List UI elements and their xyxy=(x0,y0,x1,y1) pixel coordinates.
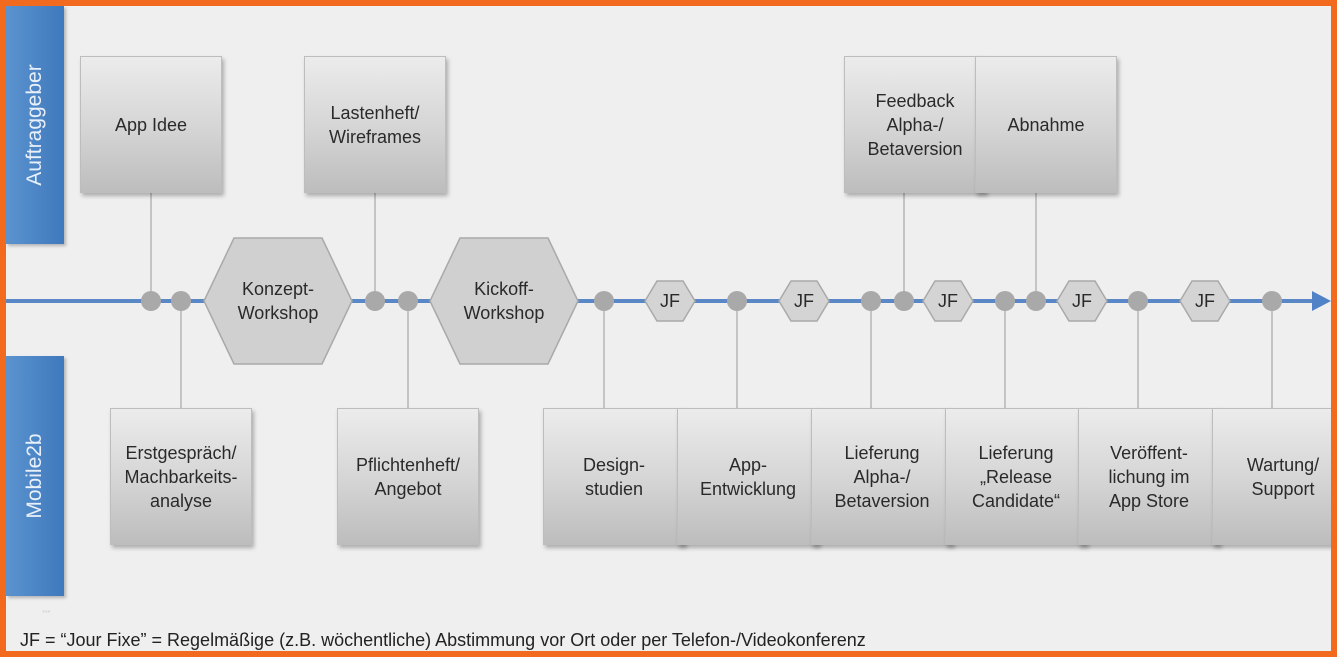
milestone-dot xyxy=(861,291,881,311)
milestone-dot xyxy=(995,291,1015,311)
footnote: JF = “Jour Fixe” = Regelmäßige (z.B. wöc… xyxy=(20,630,866,650)
step-lieferung-alpha-beta: Lieferung Alpha-/ Betaversion xyxy=(811,408,953,545)
workshop-label-kickoff-line2: Workshop xyxy=(464,303,545,323)
milestone-dot xyxy=(1026,291,1046,311)
jf-hexagon xyxy=(922,280,974,322)
lane-auftraggeber: Auftraggeber xyxy=(6,6,64,244)
step-pflichtenheft-angebot: Pflichtenheft/ Angebot xyxy=(337,408,479,545)
lane-label-auftraggeber: Auftraggeber xyxy=(23,64,46,186)
step-lieferung-release-candidate: Lieferung „Release Candidate“ xyxy=(945,408,1087,545)
step-abnahme: Abnahme xyxy=(975,56,1117,193)
diagram-canvas: Konzept- Workshop Kickoff- Workshop JF JF… xyxy=(6,6,1331,651)
milestone-dot xyxy=(365,291,385,311)
step-erstgespraech: Erstgespräch/ Machbarkeits- analyse xyxy=(110,408,252,545)
jf-label: JF xyxy=(794,291,814,311)
workshop-label-konzept-line2: Workshop xyxy=(238,303,319,323)
milestone-dot xyxy=(1128,291,1148,311)
workshop-hexagon-konzept xyxy=(203,237,353,365)
jf-hexagon xyxy=(1056,280,1108,322)
workshop-label-kickoff-line1: Kickoff- xyxy=(474,279,534,299)
jf-label: JF xyxy=(1195,291,1215,311)
step-veroeffentlichung: Veröffent- lichung im App Store xyxy=(1078,408,1220,545)
jf-label: JF xyxy=(1072,291,1092,311)
milestone-dot xyxy=(594,291,614,311)
lane-mobile2b: Mobile2b xyxy=(6,356,64,596)
workshop-label-konzept-line1: Konzept- xyxy=(242,279,314,299)
jf-label: JF xyxy=(660,291,680,311)
workshop-hexagon-kickoff xyxy=(429,237,579,365)
step-lastenheft-wireframes: Lastenheft/ Wireframes xyxy=(304,56,446,193)
timeline-arrowhead xyxy=(1312,291,1331,311)
milestone-dot xyxy=(1262,291,1282,311)
step-feedback-alpha-beta: Feedback Alpha-/ Betaversion xyxy=(844,56,986,193)
jf-label: JF xyxy=(938,291,958,311)
milestone-dot xyxy=(727,291,747,311)
jf-hexagon xyxy=(778,280,830,322)
timeline-graphic: Konzept- Workshop Kickoff- Workshop JF JF… xyxy=(6,193,1331,408)
jf-hexagon xyxy=(644,280,696,322)
step-app-entwicklung: App- Entwicklung xyxy=(677,408,819,545)
faint-mark: ▪▪▪ xyxy=(42,607,51,616)
milestone-dot xyxy=(141,291,161,311)
step-designstudien: Design- studien xyxy=(543,408,685,545)
milestone-dot xyxy=(171,291,191,311)
step-wartung-support: Wartung/ Support xyxy=(1212,408,1331,545)
step-app-idee: App Idee xyxy=(80,56,222,193)
milestone-dot xyxy=(398,291,418,311)
lane-label-mobile2b: Mobile2b xyxy=(23,433,46,519)
milestone-dot xyxy=(894,291,914,311)
jf-hexagon xyxy=(1179,280,1231,322)
